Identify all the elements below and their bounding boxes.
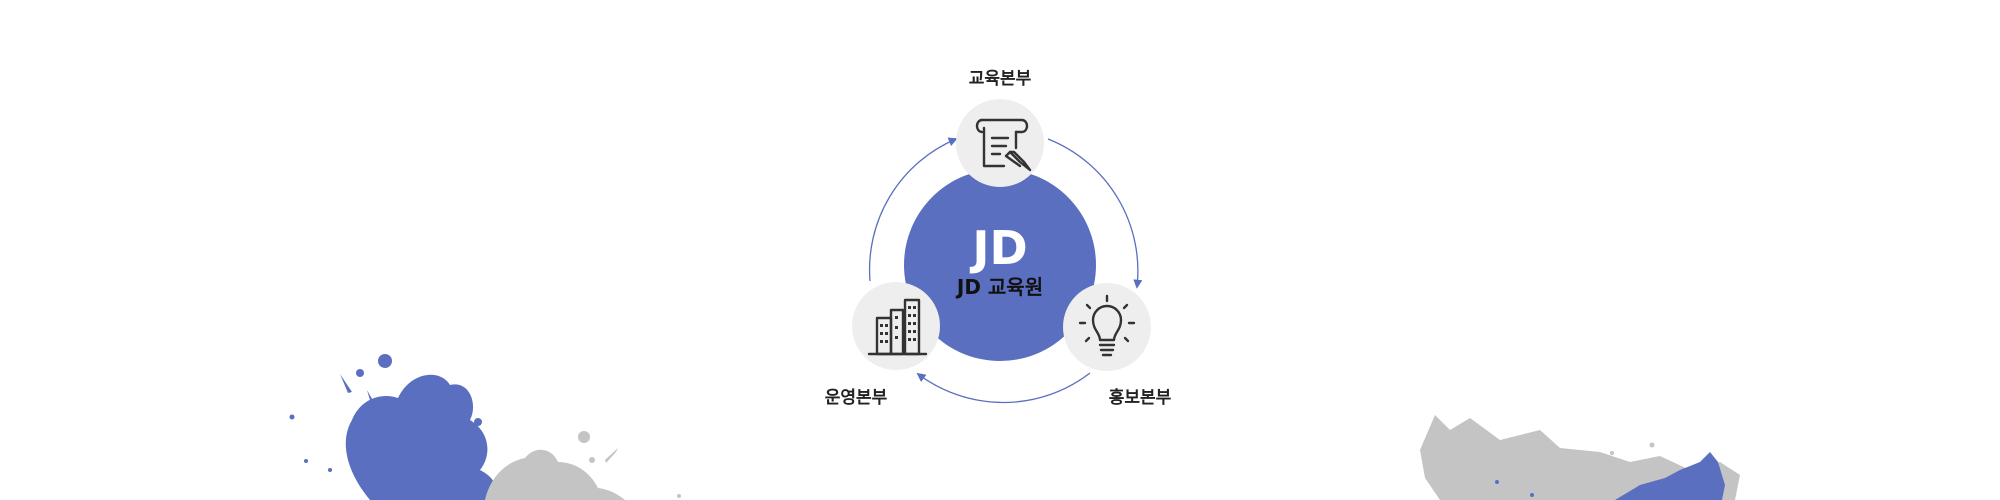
hub-subtitle: JD 교육원 bbox=[956, 275, 1044, 299]
buildings-icon bbox=[867, 298, 928, 356]
document-pencil-icon bbox=[975, 118, 1032, 172]
label-promotion: 홍보본부 bbox=[1108, 388, 1172, 408]
cycle-arrows bbox=[868, 137, 1143, 404]
gray-ink-splash-left bbox=[485, 431, 681, 500]
lightbulb-icon bbox=[1078, 294, 1136, 357]
arrow-education-to-promotion bbox=[1047, 138, 1143, 289]
label-operations: 운영본부 bbox=[824, 388, 888, 408]
blue-ink-splash-left bbox=[289, 354, 496, 500]
arrow-promotion-to-operations bbox=[916, 372, 1091, 404]
node-education[interactable] bbox=[956, 99, 1044, 187]
building-windows bbox=[880, 306, 916, 343]
blue-brush-stroke-right bbox=[1495, 452, 1725, 500]
hub-title: JD bbox=[972, 221, 1028, 275]
node-promotion[interactable] bbox=[1063, 283, 1151, 371]
arrow-operations-to-education bbox=[868, 137, 958, 282]
label-education: 교육본부 bbox=[968, 69, 1032, 89]
hub-circle bbox=[904, 169, 1096, 361]
node-operations[interactable] bbox=[852, 282, 940, 370]
gray-brush-stroke-right bbox=[1420, 415, 1740, 500]
